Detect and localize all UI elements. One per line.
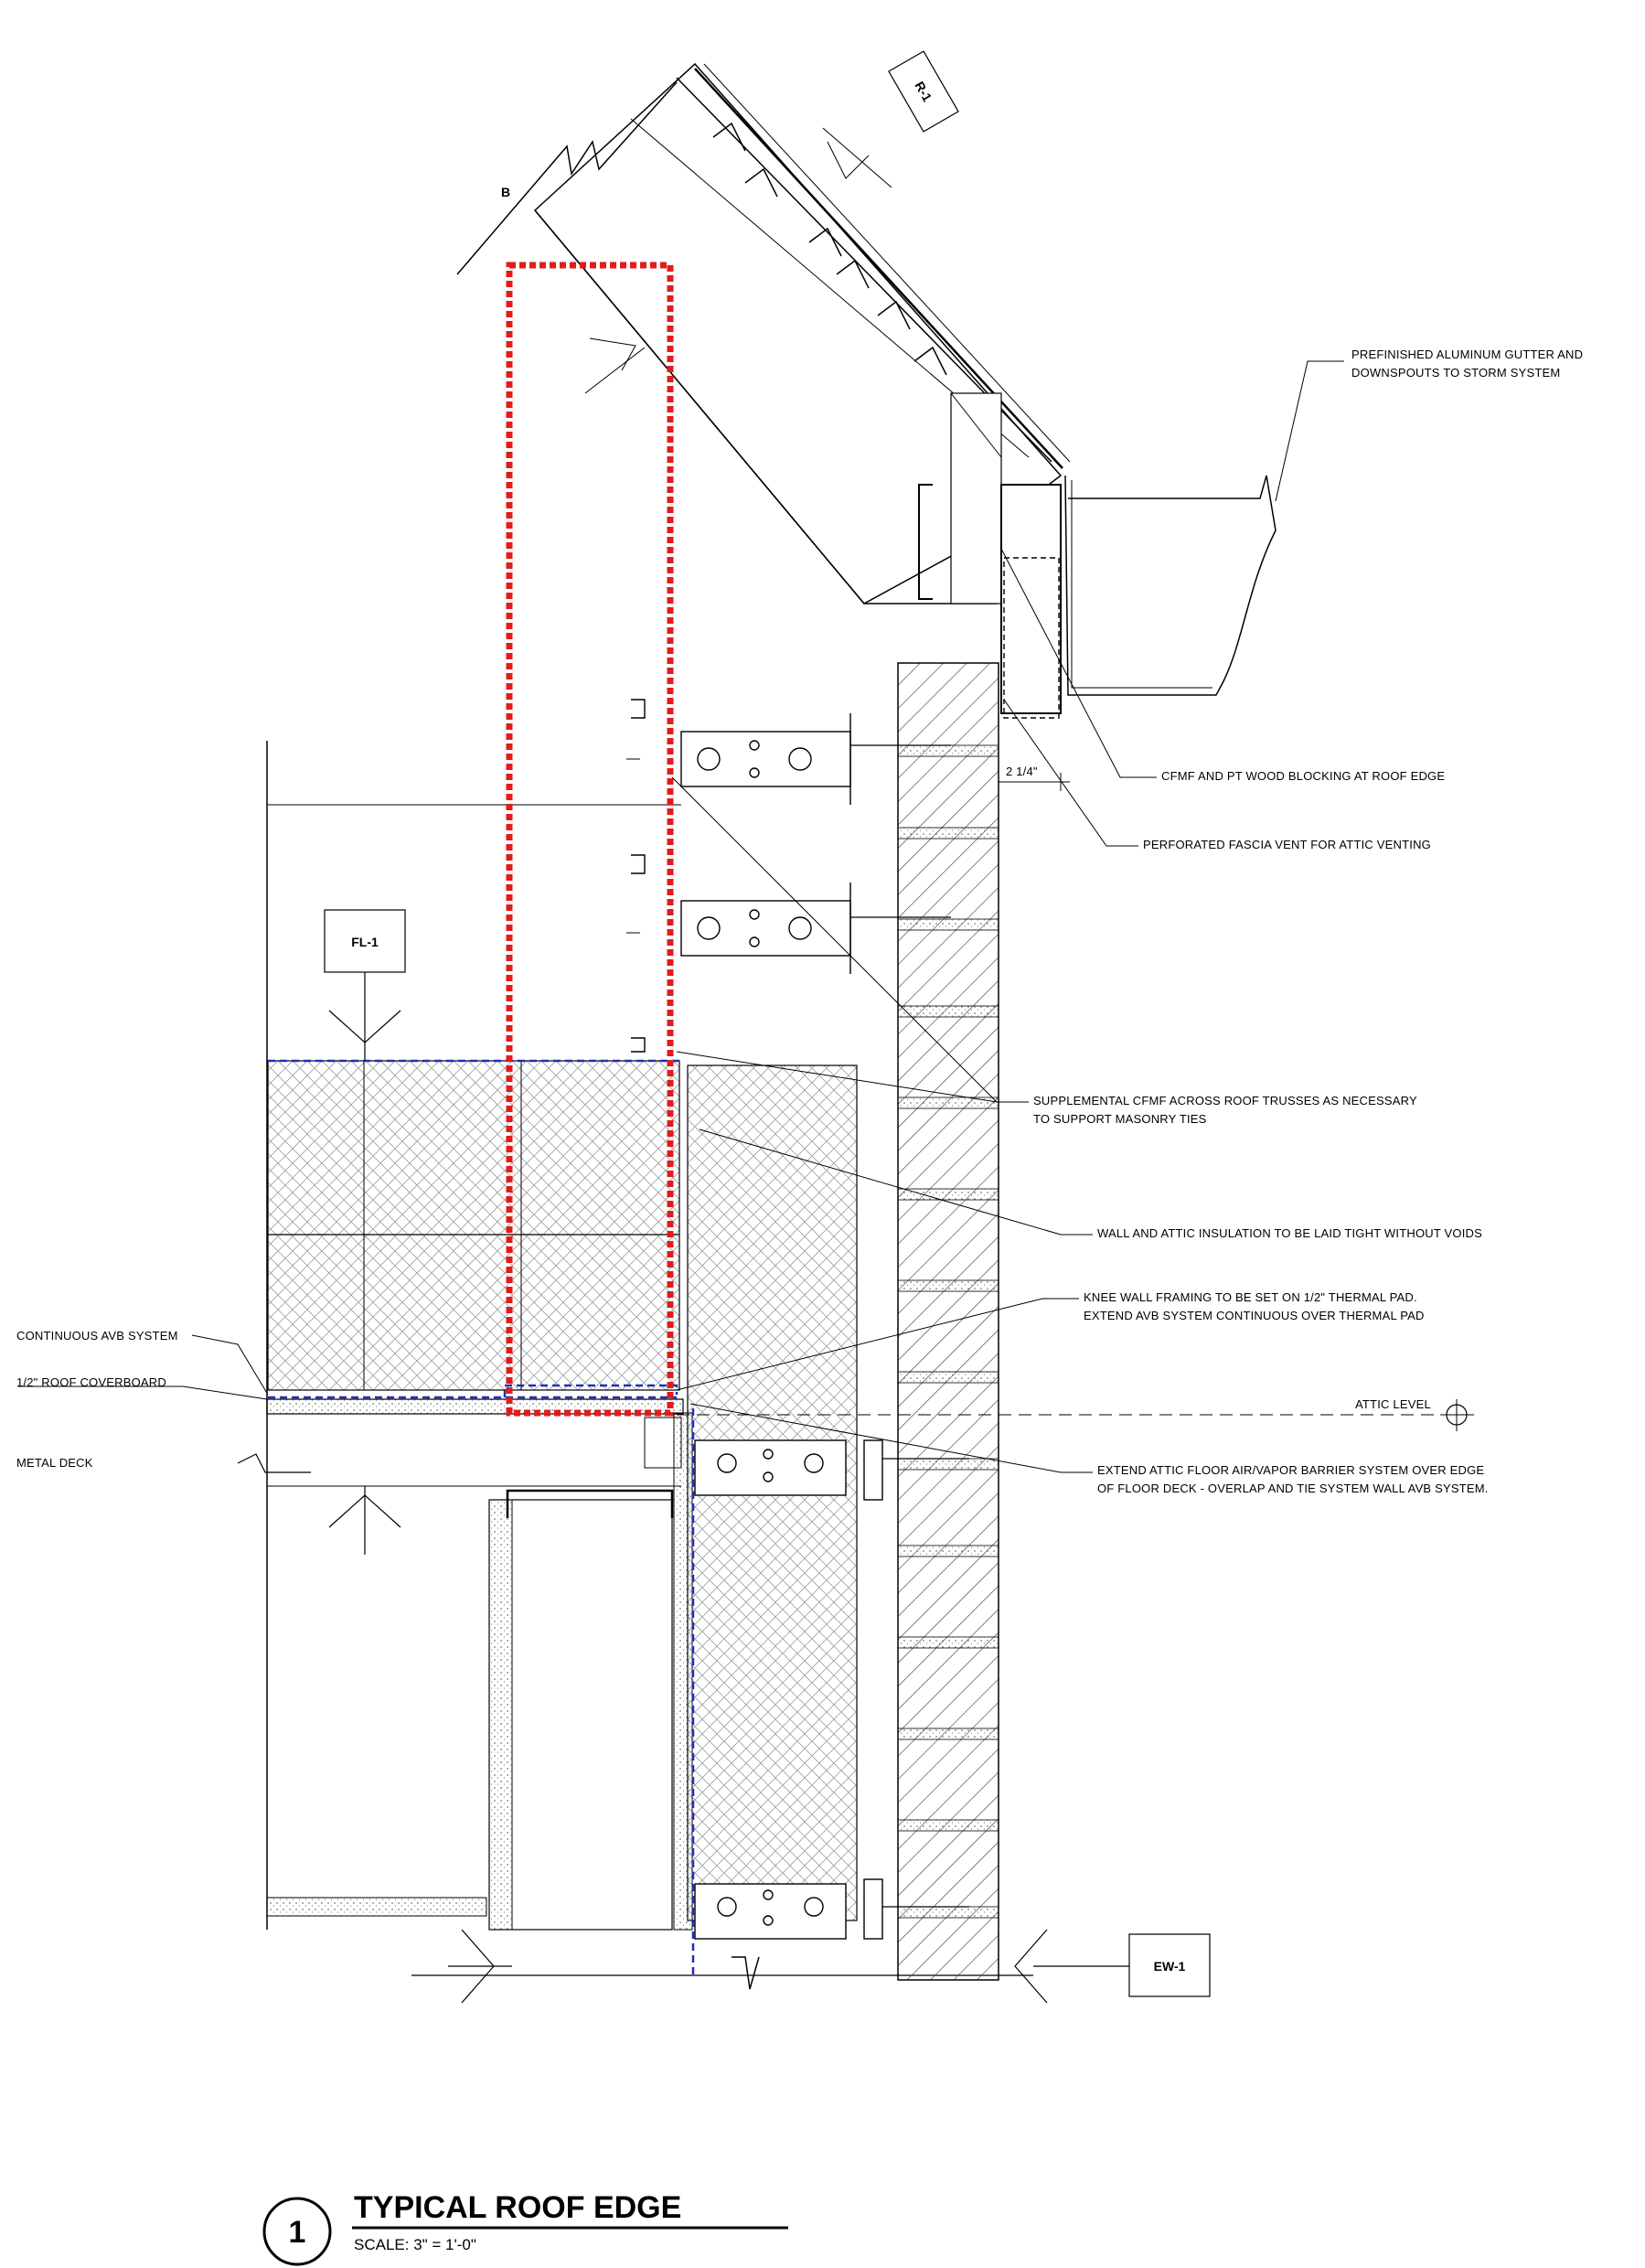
note-gutter-line1: PREFINISHED ALUMINUM GUTTER AND (1351, 348, 1583, 361)
roof-deck (266, 1398, 1033, 1990)
note-insulation: WALL AND ATTIC INSULATION TO BE LAID TIG… (1097, 1226, 1482, 1240)
avb-lines (268, 1059, 695, 1975)
note-supplemental-line1: SUPPLEMENTAL CFMF ACROSS ROOF TRUSSES AS… (1033, 1094, 1417, 1107)
leader-lines (18, 360, 1344, 1473)
note-knee-line1: KNEE WALL FRAMING TO BE SET ON 1/2" THER… (1084, 1290, 1417, 1304)
attic-level-label: ATTIC LEVEL (1355, 1397, 1431, 1411)
attic-level-line: ATTIC LEVEL (677, 1397, 1474, 1431)
wall-tag: EW-1 (448, 1929, 1211, 2004)
detail-title: 1 TYPICAL ROOF EDGE SCALE: 3" = 1'-0" (262, 2190, 788, 2266)
detail-name: TYPICAL ROOF EDGE (354, 2190, 681, 2225)
floor-tag: FL-1 (237, 909, 406, 1555)
note-knee-line2: EXTEND AVB SYSTEM CONTINUOUS OVER THERMA… (1084, 1309, 1425, 1322)
brick-veneer (897, 662, 999, 1981)
note-blocking: CFMF AND PT WOOD BLOCKING AT ROOF EDGE (1161, 769, 1445, 783)
detail-number: 1 (289, 2215, 306, 2250)
note-gutter-line2: DOWNSPOUTS TO STORM SYSTEM (1351, 366, 1560, 380)
knee-wall-highlight (506, 262, 674, 1417)
roof-assembly (456, 62, 1276, 719)
section-mark-label: B (501, 185, 510, 199)
note-extend-line1: EXTEND ATTIC FLOOR AIR/VAPOR BARRIER SYS… (1097, 1463, 1484, 1477)
wall-tag-label: EW-1 (1154, 1959, 1186, 1974)
interior-framing (266, 699, 951, 1930)
note-supplemental-line2: TO SUPPORT MASONRY TIES (1033, 1112, 1207, 1126)
roof-tag: R-1 (888, 50, 959, 133)
dimension-mark: 2 1/4" (998, 765, 1070, 791)
notes: PREFINISHED ALUMINUM GUTTER AND DOWNSPOU… (16, 348, 1583, 1495)
note-coverboard: 1/2" ROOF COVERBOARD (16, 1375, 166, 1389)
note-vent: PERFORATED FASCIA VENT FOR ATTIC VENTING (1143, 838, 1431, 851)
detail-scale: SCALE: 3" = 1'-0" (354, 2236, 476, 2253)
floor-tag-label: FL-1 (351, 935, 379, 949)
note-metal-deck: METAL DECK (16, 1456, 93, 1470)
dimension-label: 2 1/4" (1006, 765, 1038, 778)
note-extend-line2: OF FLOOR DECK - OVERLAP AND TIE SYSTEM W… (1097, 1482, 1489, 1495)
note-avb: CONTINUOUS AVB SYSTEM (16, 1329, 178, 1343)
